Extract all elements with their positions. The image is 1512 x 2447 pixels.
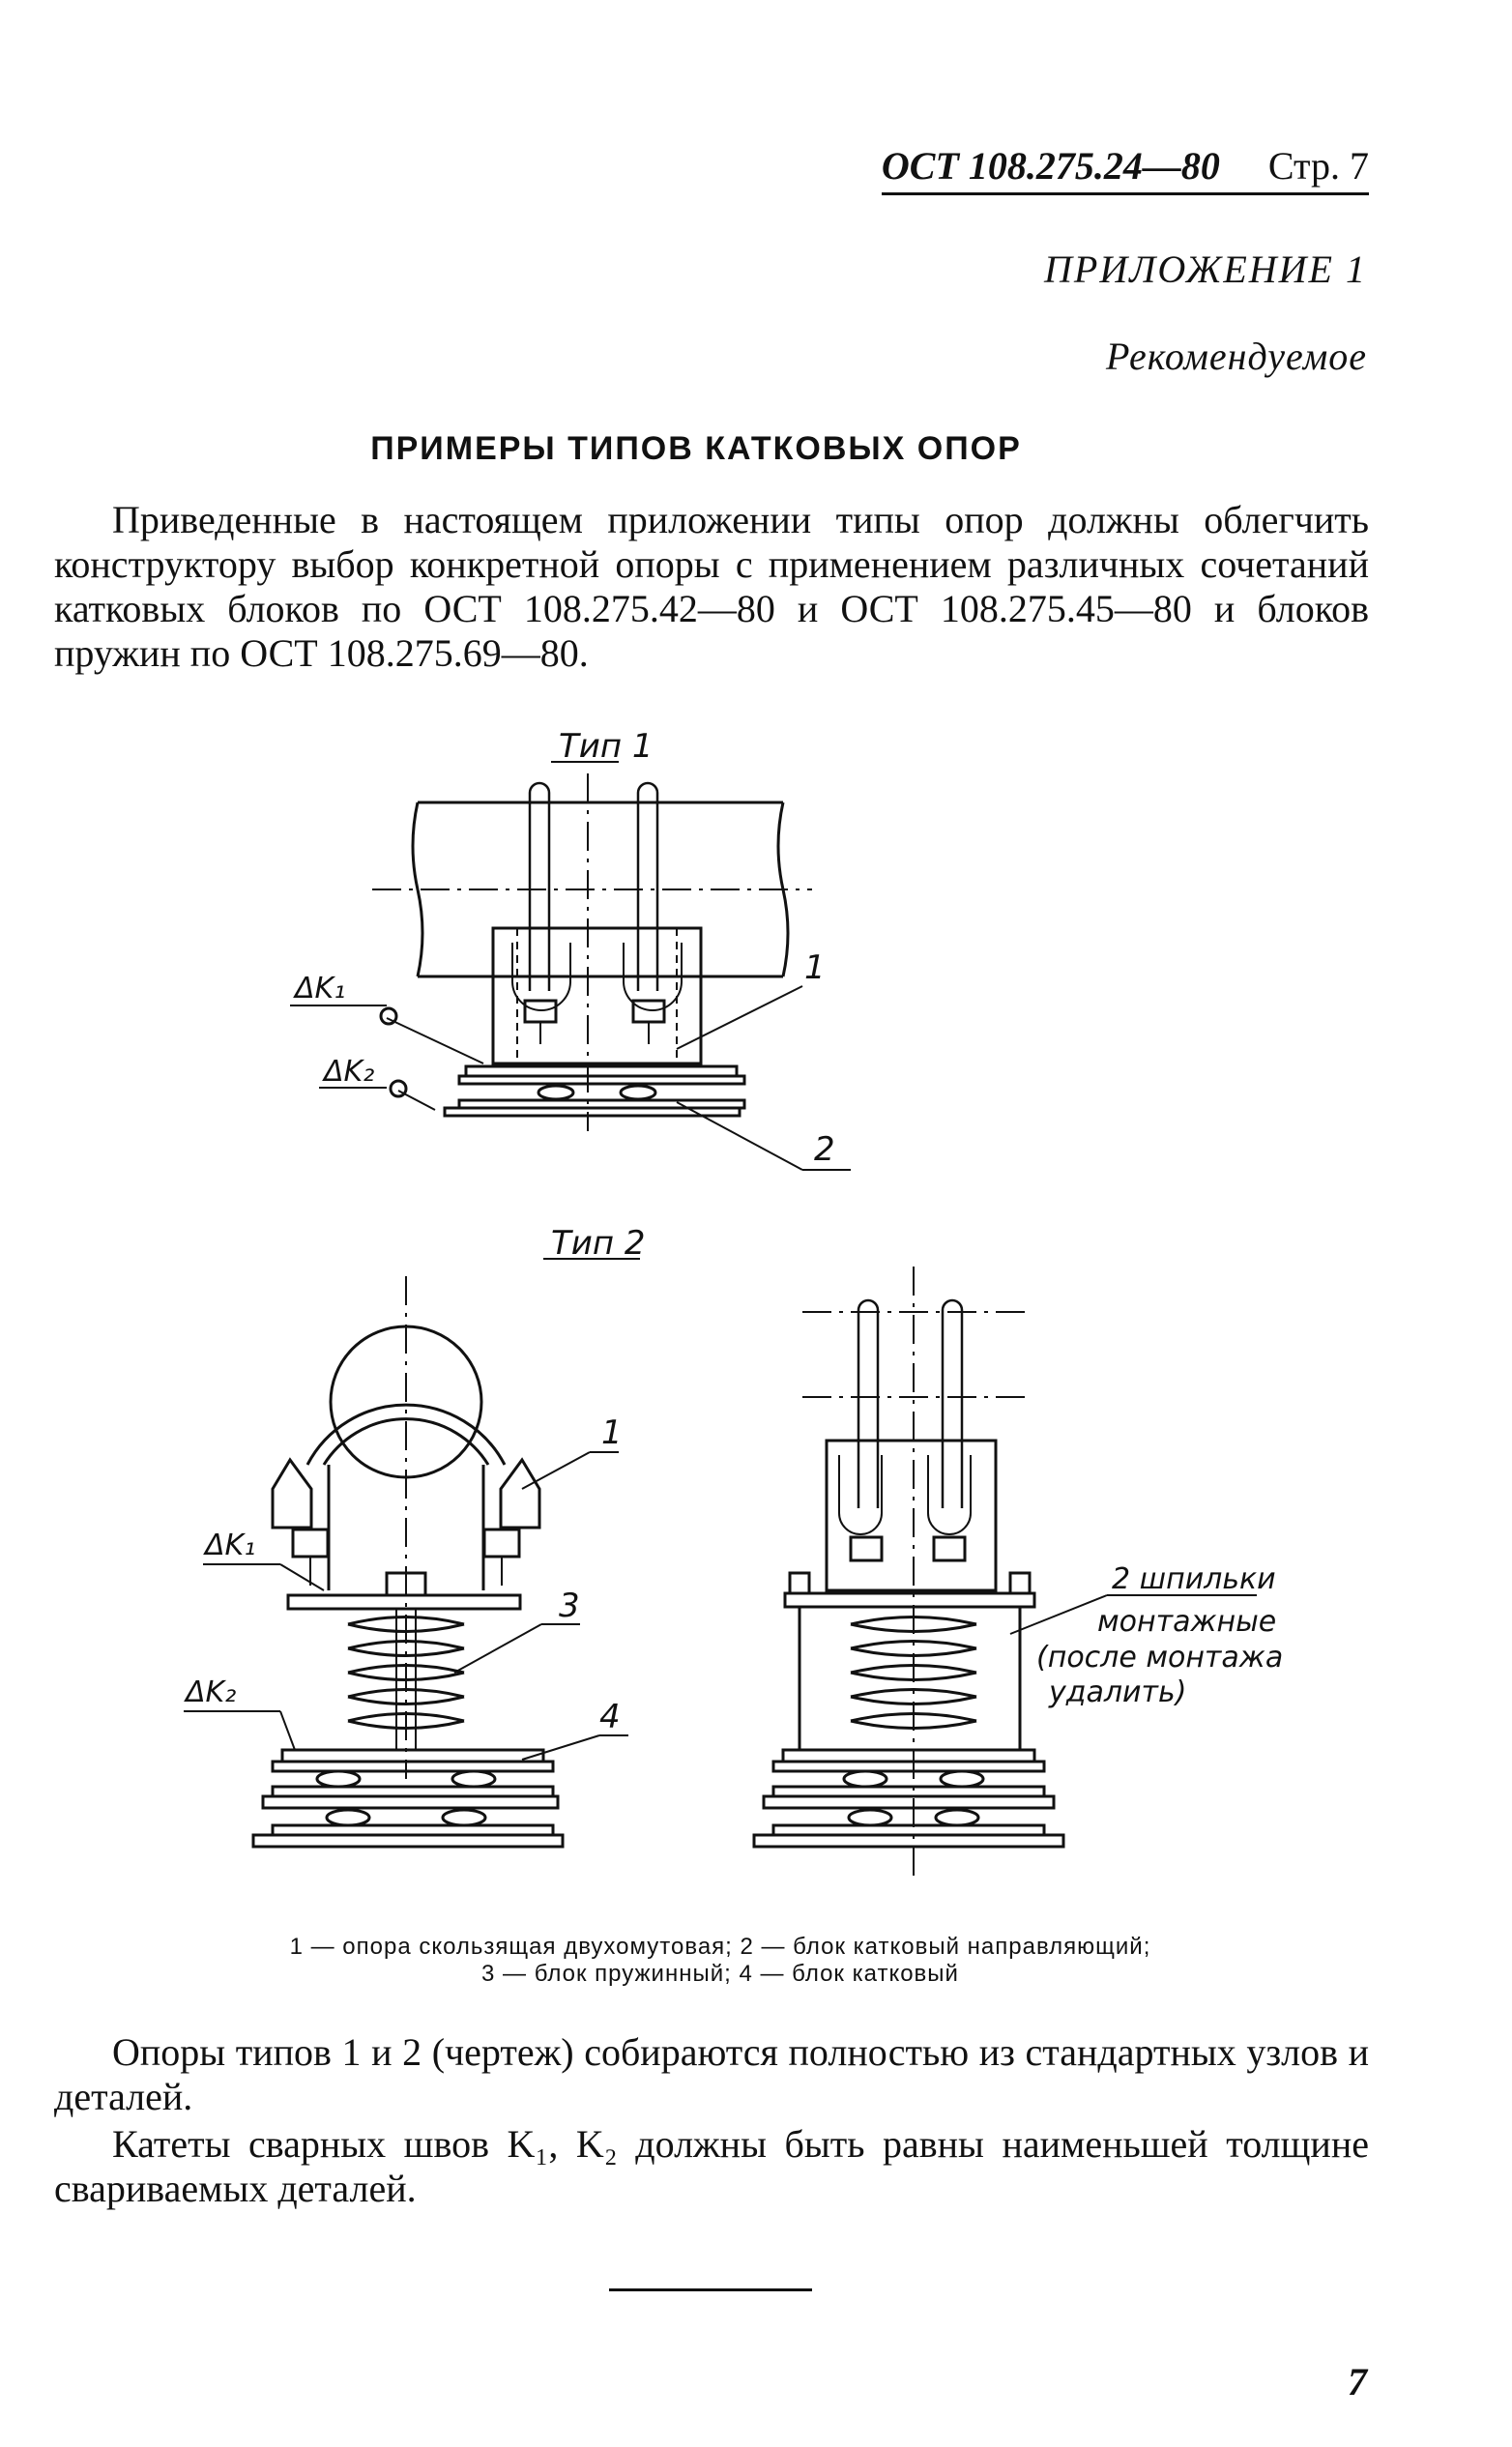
type2-right-drawing	[752, 1267, 1257, 1880]
page-number: 7	[1348, 2360, 1367, 2403]
weld-k1-label-type2: ΔK₁	[203, 1529, 255, 1562]
type1-drawing	[290, 761, 851, 1171]
type2-left-drawing	[184, 1258, 640, 1849]
callout-1-type2: 1	[601, 1413, 623, 1452]
footer-divider	[609, 2288, 812, 2291]
technical-drawing: Тип 1 ΔK₁ ΔK₂ 1 2 Тип 2 ΔK₁ ΔK₂ 1 3 4 2 …	[0, 706, 1512, 1919]
note-line-3: (после монтажа	[1036, 1641, 1283, 1675]
callout-2-type1: 2	[814, 1130, 835, 1169]
weld-k1-label-type1: ΔK₁	[293, 972, 345, 1005]
caption-line-2: 3 — блок пружинный; 4 — блок катковый	[481, 1961, 959, 1987]
body-paragraph-1: Опоры типов 1 и 2 (чертеж) собираются по…	[54, 2030, 1369, 2118]
weld-k2-label-type2: ΔK₂	[184, 1675, 236, 1709]
type2-label: Тип 2	[551, 1224, 646, 1263]
body-paragraph-2: Катеты сварных швов K₁, K₂ должны быть р…	[54, 2122, 1369, 2210]
appendix-label: ПРИЛОЖЕНИЕ 1	[1044, 248, 1367, 291]
note-line-2: монтажные	[1097, 1605, 1276, 1639]
page-header: ОСТ 108.275.24—80 Стр. 7	[881, 143, 1369, 195]
type1-label: Тип 1	[559, 727, 654, 766]
page-label: Стр. 7	[1267, 144, 1369, 188]
intro-paragraph: Приведенные в настоящем приложении типы …	[54, 498, 1369, 675]
weld-k2-label-type1: ΔK₂	[322, 1055, 374, 1089]
callout-1-type1: 1	[804, 948, 826, 987]
appendix-status: Рекомендуемое	[1105, 335, 1367, 378]
note-line-1: 2 шпильки	[1112, 1562, 1276, 1596]
callout-4-type2: 4	[599, 1698, 621, 1736]
doc-number: ОСТ 108.275.24—80	[881, 144, 1220, 188]
section-title: ПРИМЕРЫ ТИПОВ КАТКОВЫХ ОПОР	[370, 430, 1022, 467]
callout-3-type2: 3	[559, 1587, 580, 1625]
caption-line-1: 1 — опора скользящая двухомутовая; 2 — б…	[289, 1934, 1151, 1960]
note-line-4: удалить)	[1048, 1675, 1186, 1709]
figure-caption: 1 — опора скользящая двухомутовая; 2 — б…	[164, 1934, 1276, 1988]
